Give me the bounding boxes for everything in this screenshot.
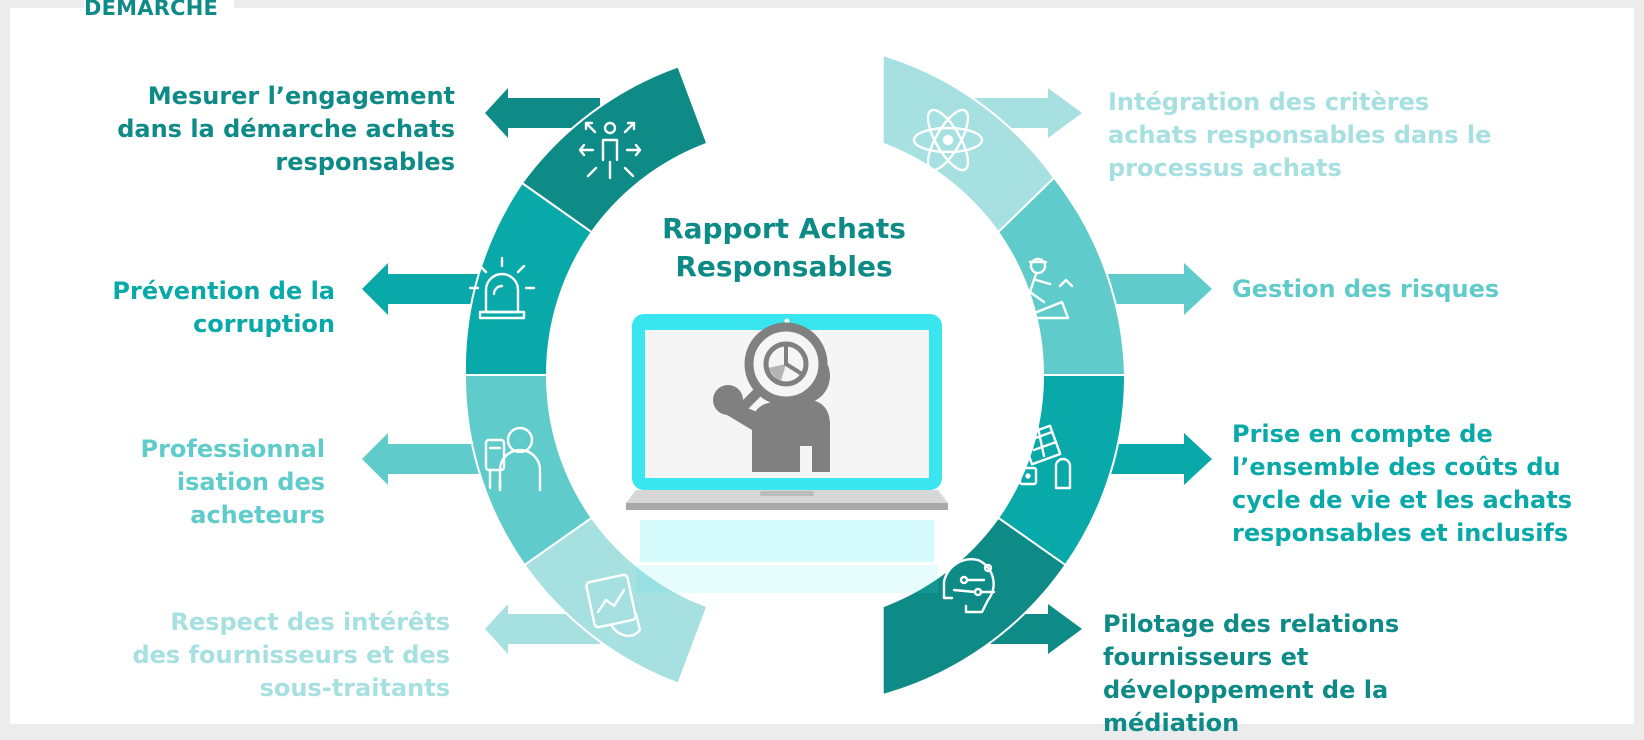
- right-segment-4: [881, 516, 1067, 697]
- worker-fall-icon: [1018, 257, 1074, 320]
- left-label-3: Professionnal isation des acheteurs: [140, 435, 325, 529]
- left-label-4: Respect des intérêts des fournisseurs et…: [132, 608, 450, 702]
- left-label-1: Mesurer l’engagement dans la démarche ac…: [117, 82, 455, 176]
- tablet-chart-icon: [585, 573, 642, 637]
- right-label-2: Gestion des risques: [1232, 275, 1500, 303]
- person-phone-icon: [484, 426, 542, 492]
- right-label-4: Pilotage des relations fournisseurs et d…: [1103, 610, 1400, 737]
- right-label-1: Intégration des critères achats responsa…: [1108, 88, 1492, 182]
- center-title: Rapport Achats Responsables: [662, 212, 906, 283]
- atom-icon: [912, 108, 984, 172]
- left-label-2: Prévention de la corruption: [112, 277, 335, 338]
- analysis-person-icon: [713, 322, 830, 472]
- alarm-light-icon: [468, 256, 536, 320]
- circuit-head-icon: [942, 558, 996, 614]
- people-arrows-icon: [578, 121, 642, 180]
- right-label-3: Prise en compte de l’ensemble des coûts …: [1232, 420, 1572, 547]
- board-games-icon: [1018, 424, 1072, 490]
- section-title: DÉMARCHE: [84, 0, 235, 20]
